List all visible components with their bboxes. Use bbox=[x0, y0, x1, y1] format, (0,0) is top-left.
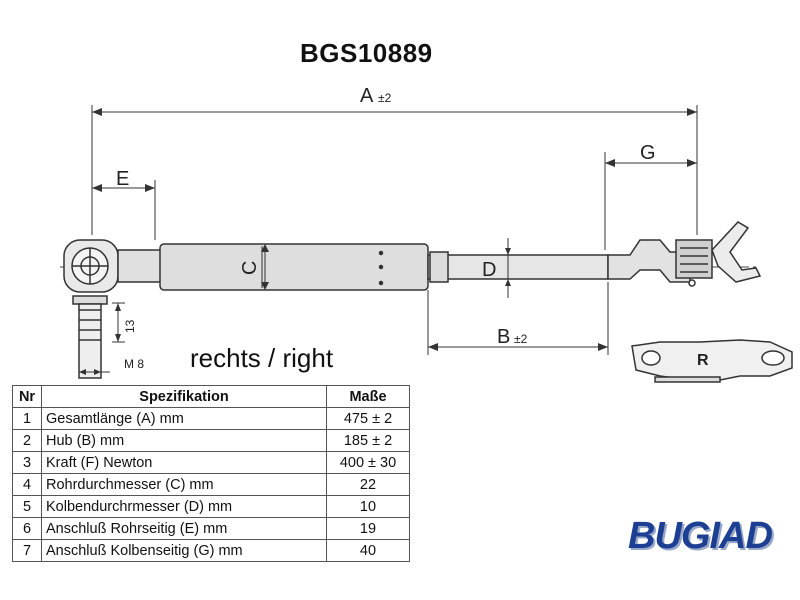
row-value: 22 bbox=[326, 473, 410, 496]
row-spec: Kolbendurchrmesser (D) mm bbox=[41, 495, 327, 518]
table-row: 1 Gesamtlänge (A) mm 475 ± 2 bbox=[12, 407, 410, 430]
mounting-bracket-right bbox=[631, 339, 793, 383]
dimension-b-label: B bbox=[497, 326, 510, 348]
table-row: 2 Hub (B) mm 185 ± 2 bbox=[12, 429, 410, 452]
row-nr: 5 bbox=[12, 495, 42, 518]
dimension-b bbox=[427, 282, 609, 355]
cylinder-tube bbox=[159, 243, 429, 291]
row-nr: 7 bbox=[12, 539, 42, 562]
header-spezifikation: Spezifikation bbox=[41, 385, 327, 408]
dimension-d bbox=[505, 238, 511, 298]
dimension-thread bbox=[79, 369, 110, 375]
dimension-b-tolerance: ±2 bbox=[514, 332, 528, 346]
brand-logo: BUGIAD bbox=[628, 515, 773, 557]
table-row: 7 Anschluß Kolbenseitig (G) mm 40 bbox=[12, 539, 410, 562]
bracket-label: R bbox=[697, 352, 709, 369]
dimension-g-label: G bbox=[640, 142, 656, 164]
dimension-c bbox=[261, 244, 269, 290]
row-value: 40 bbox=[326, 539, 410, 562]
row-nr: 1 bbox=[12, 407, 42, 430]
row-spec: Anschluß Kolbenseitig (G) mm bbox=[41, 539, 327, 562]
table-row: 6 Anschluß Rohrseitig (E) mm 19 bbox=[12, 517, 410, 540]
dimension-e-label: E bbox=[116, 168, 129, 190]
piston-rod bbox=[427, 251, 609, 283]
specification-table: Nr Spezifikation Maße 1 Gesamtlänge (A) … bbox=[12, 385, 410, 562]
row-spec: Anschluß Rohrseitig (E) mm bbox=[41, 517, 327, 540]
dimension-height-label: 13 bbox=[123, 319, 137, 333]
row-nr: 6 bbox=[12, 517, 42, 540]
table-row: 5 Kolbendurchrmesser (D) mm 10 bbox=[12, 495, 410, 518]
part-number-title: BGS10889 bbox=[300, 38, 433, 68]
row-value: 400 ± 30 bbox=[326, 451, 410, 474]
row-value: 19 bbox=[326, 517, 410, 540]
row-value: 185 ± 2 bbox=[326, 429, 410, 452]
dimension-c-label: C bbox=[239, 261, 261, 275]
dimension-height bbox=[112, 302, 125, 343]
row-nr: 3 bbox=[12, 451, 42, 474]
table-header-row: Nr Spezifikation Maße bbox=[12, 385, 410, 408]
header-nr: Nr bbox=[12, 385, 42, 408]
side-label: rechts / right bbox=[190, 343, 334, 373]
dimension-thread-label: M 8 bbox=[124, 357, 144, 371]
row-spec: Kraft (F) Newton bbox=[41, 451, 327, 474]
dimension-d-label: D bbox=[482, 259, 496, 281]
row-nr: 4 bbox=[12, 473, 42, 496]
row-value: 10 bbox=[326, 495, 410, 518]
table-row: 3 Kraft (F) Newton 400 ± 30 bbox=[12, 451, 410, 474]
piston-end-fitting bbox=[607, 221, 762, 287]
row-spec: Rohrdurchmesser (C) mm bbox=[41, 473, 327, 496]
dimension-g bbox=[604, 152, 697, 250]
row-spec: Hub (B) mm bbox=[41, 429, 327, 452]
row-spec: Gesamtlänge (A) mm bbox=[41, 407, 327, 430]
row-nr: 2 bbox=[12, 429, 42, 452]
row-value: 475 ± 2 bbox=[326, 407, 410, 430]
rod-end-eye-fitting bbox=[63, 239, 163, 379]
header-masse: Maße bbox=[326, 385, 410, 408]
dimension-a-tolerance: ±2 bbox=[378, 91, 392, 105]
dimension-a bbox=[91, 105, 698, 235]
table-row: 4 Rohrdurchmesser (C) mm 22 bbox=[12, 473, 410, 496]
dimension-e bbox=[92, 180, 156, 240]
dimension-a-label: A bbox=[360, 85, 374, 107]
